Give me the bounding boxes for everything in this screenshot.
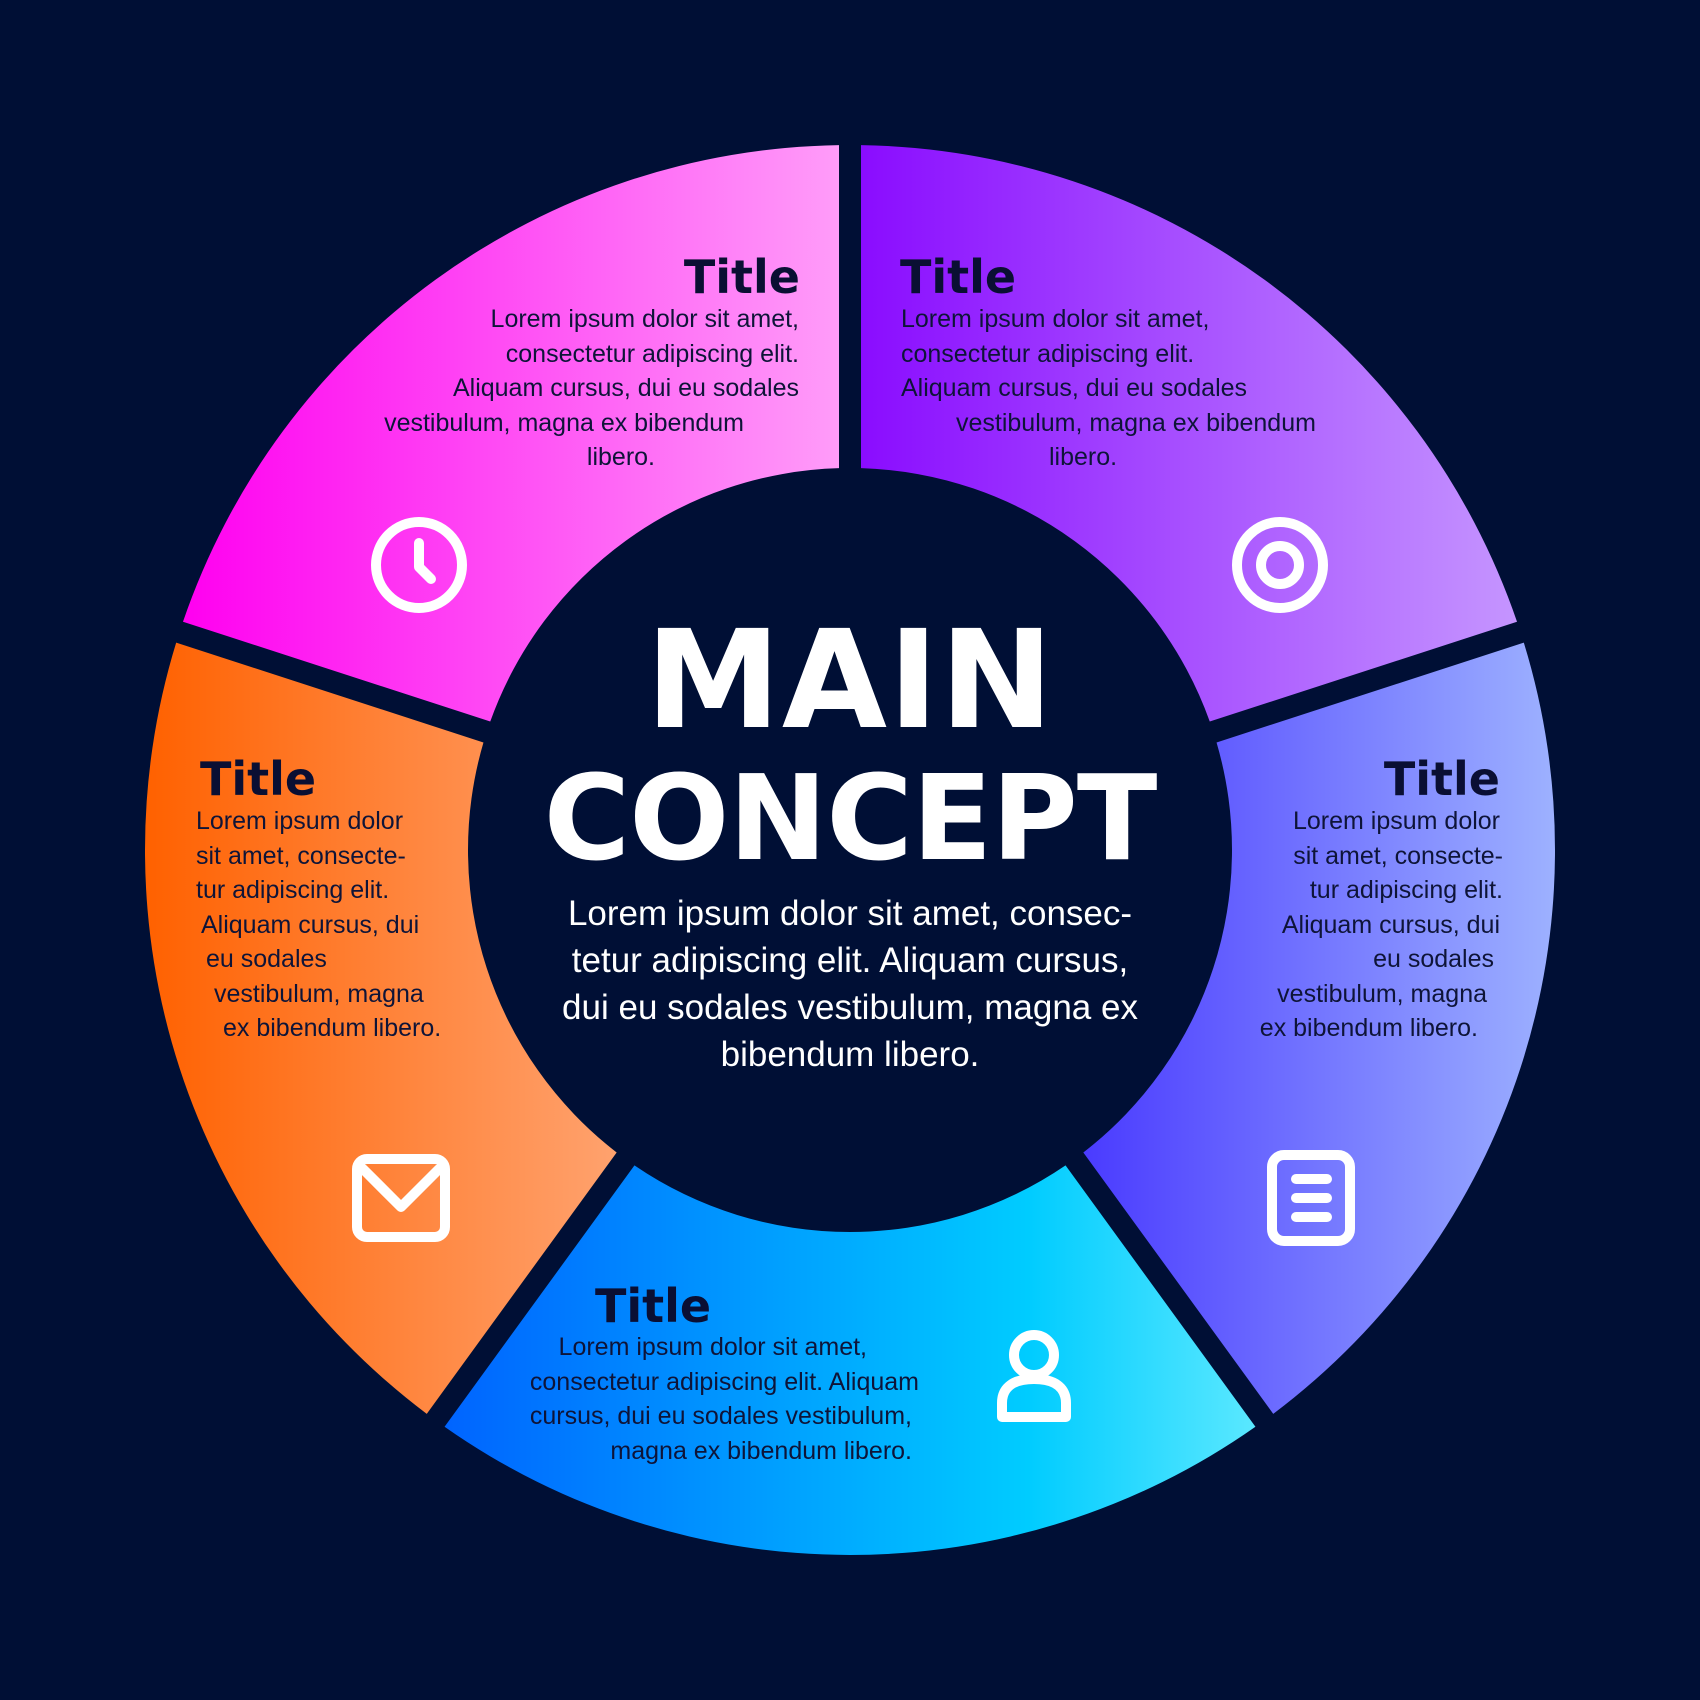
main-title-line-1: MAIN [645, 602, 1055, 760]
segment-purple-title: Title [900, 250, 1017, 304]
main-concept-description: Lorem ipsum dolor sit amet, consec- tetu… [562, 894, 1138, 1074]
user-icon [997, 1330, 1071, 1422]
mail-icon [352, 1154, 450, 1242]
segment-pink-title: Title [683, 250, 800, 304]
segment-pink-text: Lorem ipsum dolor sit amet, consectetur … [384, 305, 799, 471]
segment-blue-violet-text: Lorem ipsum dolor sit amet, consecte- tu… [1259, 807, 1503, 1042]
segment-cyan-text: Lorem ipsum dolor sit amet, consectetur … [529, 1333, 919, 1465]
main-concept-title: MAIN CONCEPT [520, 612, 1180, 886]
main-title-line-2: CONCEPT [543, 749, 1158, 887]
segment-purple-text: Lorem ipsum dolor sit amet, consectetur … [901, 305, 1316, 471]
segment-orange-title: Title [200, 752, 317, 806]
segment-purple [860, 145, 1518, 722]
segment-blue-violet [1083, 642, 1555, 1414]
target-icon [1232, 517, 1328, 613]
segment-pink [182, 145, 840, 722]
document-icon [1267, 1150, 1355, 1246]
clock-icon [371, 517, 467, 613]
segment-cyan [444, 1165, 1256, 1555]
segment-orange [145, 642, 617, 1414]
segment-cyan-title: Title [595, 1279, 712, 1333]
segment-orange-text: Lorem ipsum dolor sit amet, consecte- tu… [196, 807, 442, 1042]
segment-blue-violet-title: Title [1383, 752, 1500, 806]
